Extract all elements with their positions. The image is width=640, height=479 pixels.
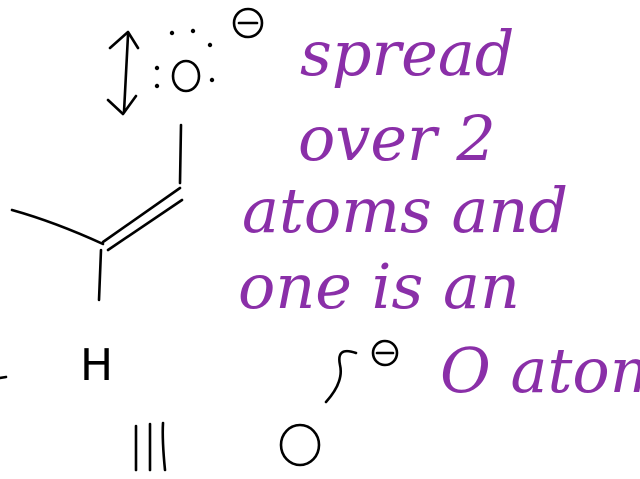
- handwritten-note: spread over 2 atoms and one is an O atom: [238, 17, 640, 407]
- partial-negative-charge-icon: [324, 339, 399, 404]
- note-line-5: O atom: [440, 334, 640, 407]
- hydrogen-label: H: [80, 340, 113, 391]
- oxygen-bottom: [279, 423, 321, 467]
- edge-stroke: [0, 375, 8, 380]
- skeletal-structure: [10, 123, 184, 302]
- triple-bond-lines: [134, 421, 167, 472]
- note-line-1: spread: [300, 17, 515, 90]
- note-line-2: over 2: [298, 102, 496, 175]
- note-line-3: atoms and: [242, 174, 568, 247]
- double-headed-arrow-icon: [106, 30, 140, 116]
- oxygen-anion-top: [154, 7, 264, 93]
- negative-charge-icon: [232, 7, 264, 39]
- note-line-4: one is an: [238, 250, 520, 323]
